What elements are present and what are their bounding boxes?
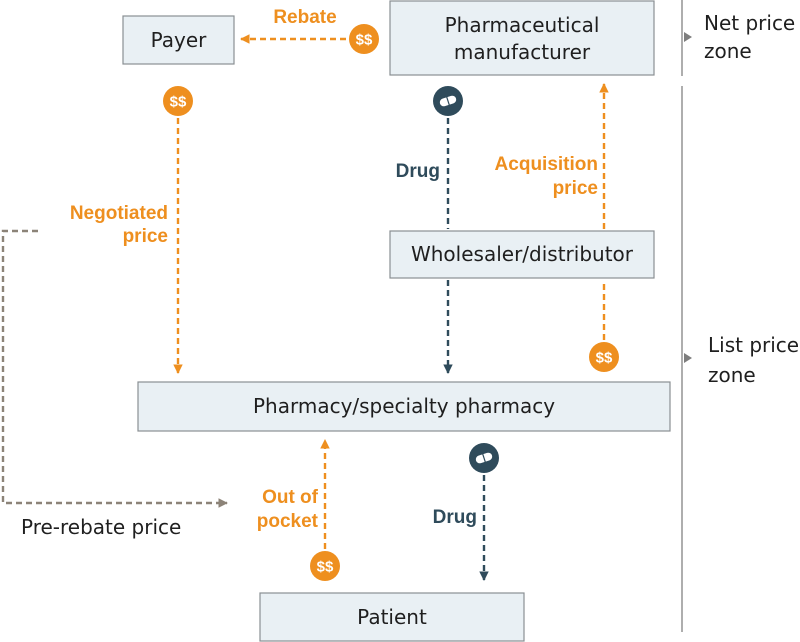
pharmacy-node: Pharmacy/specialty pharmacy	[137, 381, 671, 432]
net-zone-pointer-icon	[684, 32, 692, 42]
svg-text:$$: $$	[356, 32, 373, 49]
wholesaler-node: Wholesaler/distributor	[389, 230, 655, 279]
patient-label: Patient	[357, 605, 427, 629]
rebate-label: Rebate	[273, 7, 336, 28]
list-zone-label: List price	[708, 333, 799, 357]
wholesaler-label: Wholesaler/distributor	[411, 242, 634, 266]
drug-bottom-pill-icon	[469, 443, 499, 473]
pre-rebate-price-label: Pre-rebate price	[21, 515, 181, 539]
negotiated-price-label: Negotiated	[70, 203, 168, 224]
out-of-pocket-money-icon: $$	[310, 551, 340, 581]
payer-label: Payer	[151, 28, 208, 52]
drug-top-label: Drug	[396, 161, 440, 182]
net-zone-label: Net price	[704, 11, 795, 35]
patient-node: Patient	[259, 592, 525, 642]
drug-bottom-label: Drug	[433, 507, 477, 528]
net-zone-label-line2: zone	[704, 39, 752, 63]
rebate-money-icon: $$	[349, 24, 379, 54]
svg-text:$$: $$	[317, 559, 334, 576]
pharmacy-label: Pharmacy/specialty pharmacy	[253, 394, 555, 418]
acquisition-price-label: Acquisition	[495, 154, 598, 175]
list-zone-label-line2: zone	[708, 363, 756, 387]
manufacturer-label: Pharmaceutical	[445, 13, 600, 37]
pre-rebate-price-flow-arrow	[1, 229, 228, 508]
manufacturer-node: Pharmaceutical manufacturer	[389, 0, 655, 76]
svg-text:$$: $$	[596, 350, 613, 367]
out-of-pocket-label-line2: pocket	[257, 511, 319, 532]
negotiated-price-label-line2: price	[123, 226, 168, 247]
negotiated-money-icon: $$	[163, 86, 193, 116]
acquisition-money-icon: $$	[589, 342, 619, 372]
acquisition-price-label-line2: price	[553, 178, 598, 199]
drug-top-pill-icon	[433, 86, 463, 116]
out-of-pocket-label: Out of	[262, 487, 319, 508]
manufacturer-label-line2: manufacturer	[454, 40, 591, 64]
list-zone-pointer-icon	[684, 353, 692, 363]
payer-node: Payer	[122, 15, 235, 65]
svg-text:$$: $$	[170, 94, 187, 111]
